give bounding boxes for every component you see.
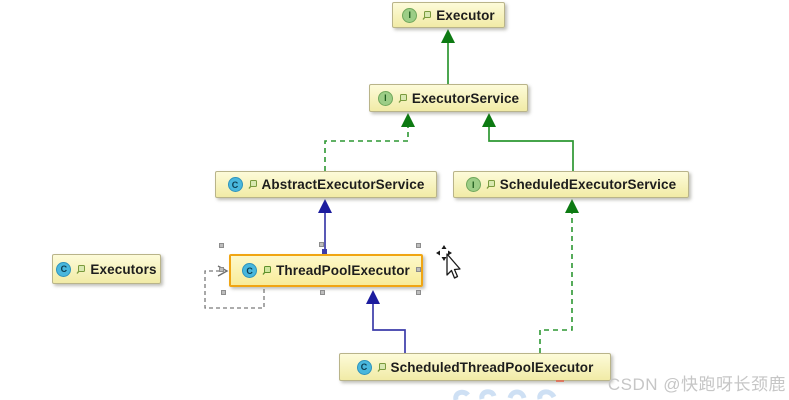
- class-icon: C: [242, 263, 258, 278]
- edge-scheduledexecutorservice-extends-executorservice[interactable]: [482, 113, 574, 171]
- edge-abstractexecutorservice-implements-executorservice[interactable]: [324, 113, 415, 171]
- node-scheduled-executor-service[interactable]: I ScheduledExecutorService: [453, 171, 689, 198]
- node-abstract-executor-service[interactable]: C AbstractExecutorService: [215, 171, 437, 198]
- watermark-text: CSDN @快跑呀长颈鹿: [607, 375, 786, 394]
- lock-icon: [376, 362, 386, 372]
- edge-executorservice-extends-executor[interactable]: [441, 29, 455, 85]
- node-label: ScheduledExecutorService: [499, 177, 677, 192]
- interface-icon: I: [377, 90, 393, 106]
- node-label: Executors: [90, 261, 157, 277]
- lock-icon: [248, 180, 257, 189]
- node-label: ScheduledThreadPoolExecutor: [390, 359, 594, 375]
- edge-threadpoolexecutor-extends-abstractexecutorservice[interactable]: [318, 199, 332, 254]
- selection-handle-top-left[interactable]: [219, 243, 224, 248]
- node-executors[interactable]: C Executors: [52, 254, 161, 284]
- interface-icon: I: [402, 7, 418, 23]
- node-label: AbstractExecutorService: [261, 177, 425, 192]
- node-label: Executor: [436, 7, 495, 23]
- selection-handle-top-right[interactable]: [416, 243, 421, 248]
- selection-handle-bottom-right[interactable]: [416, 290, 421, 295]
- lock-icon: [486, 180, 495, 189]
- class-icon: C: [56, 261, 72, 277]
- move-cursor-icon: [436, 245, 461, 279]
- class-icon: C: [356, 359, 372, 375]
- node-scheduled-thread-pool-executor[interactable]: C ScheduledThreadPoolExecutor: [339, 353, 611, 381]
- selection-handle-bottom-left[interactable]: [221, 290, 226, 295]
- node-executor-service[interactable]: I ExecutorService: [369, 84, 528, 112]
- lock-icon: [422, 10, 432, 20]
- selection-handle-top-center[interactable]: [319, 242, 324, 247]
- edge-scheduledthreadpoolexecutor-extends-threadpoolexecutor[interactable]: [366, 290, 406, 353]
- class-icon: C: [227, 177, 243, 192]
- node-thread-pool-executor[interactable]: C ThreadPoolExecutor: [229, 254, 423, 287]
- node-label: ThreadPoolExecutor: [276, 263, 410, 278]
- selection-handle-mid-left[interactable]: [219, 267, 224, 272]
- node-label: ExecutorService: [411, 90, 520, 106]
- interface-icon: I: [465, 177, 481, 192]
- edge-scheduledthreadpoolexecutor-implements-scheduledexecutorservice[interactable]: [539, 199, 579, 353]
- selection-handle-bottom-center[interactable]: [320, 290, 325, 295]
- spellcheck-mark: [556, 380, 564, 382]
- lock-icon: [398, 93, 407, 103]
- lock-icon: [262, 266, 272, 275]
- partial-logo-smudge: [453, 389, 557, 400]
- node-executor[interactable]: I Executor: [392, 2, 505, 28]
- lock-icon: [76, 264, 86, 274]
- selection-handle-mid-right[interactable]: [416, 267, 421, 272]
